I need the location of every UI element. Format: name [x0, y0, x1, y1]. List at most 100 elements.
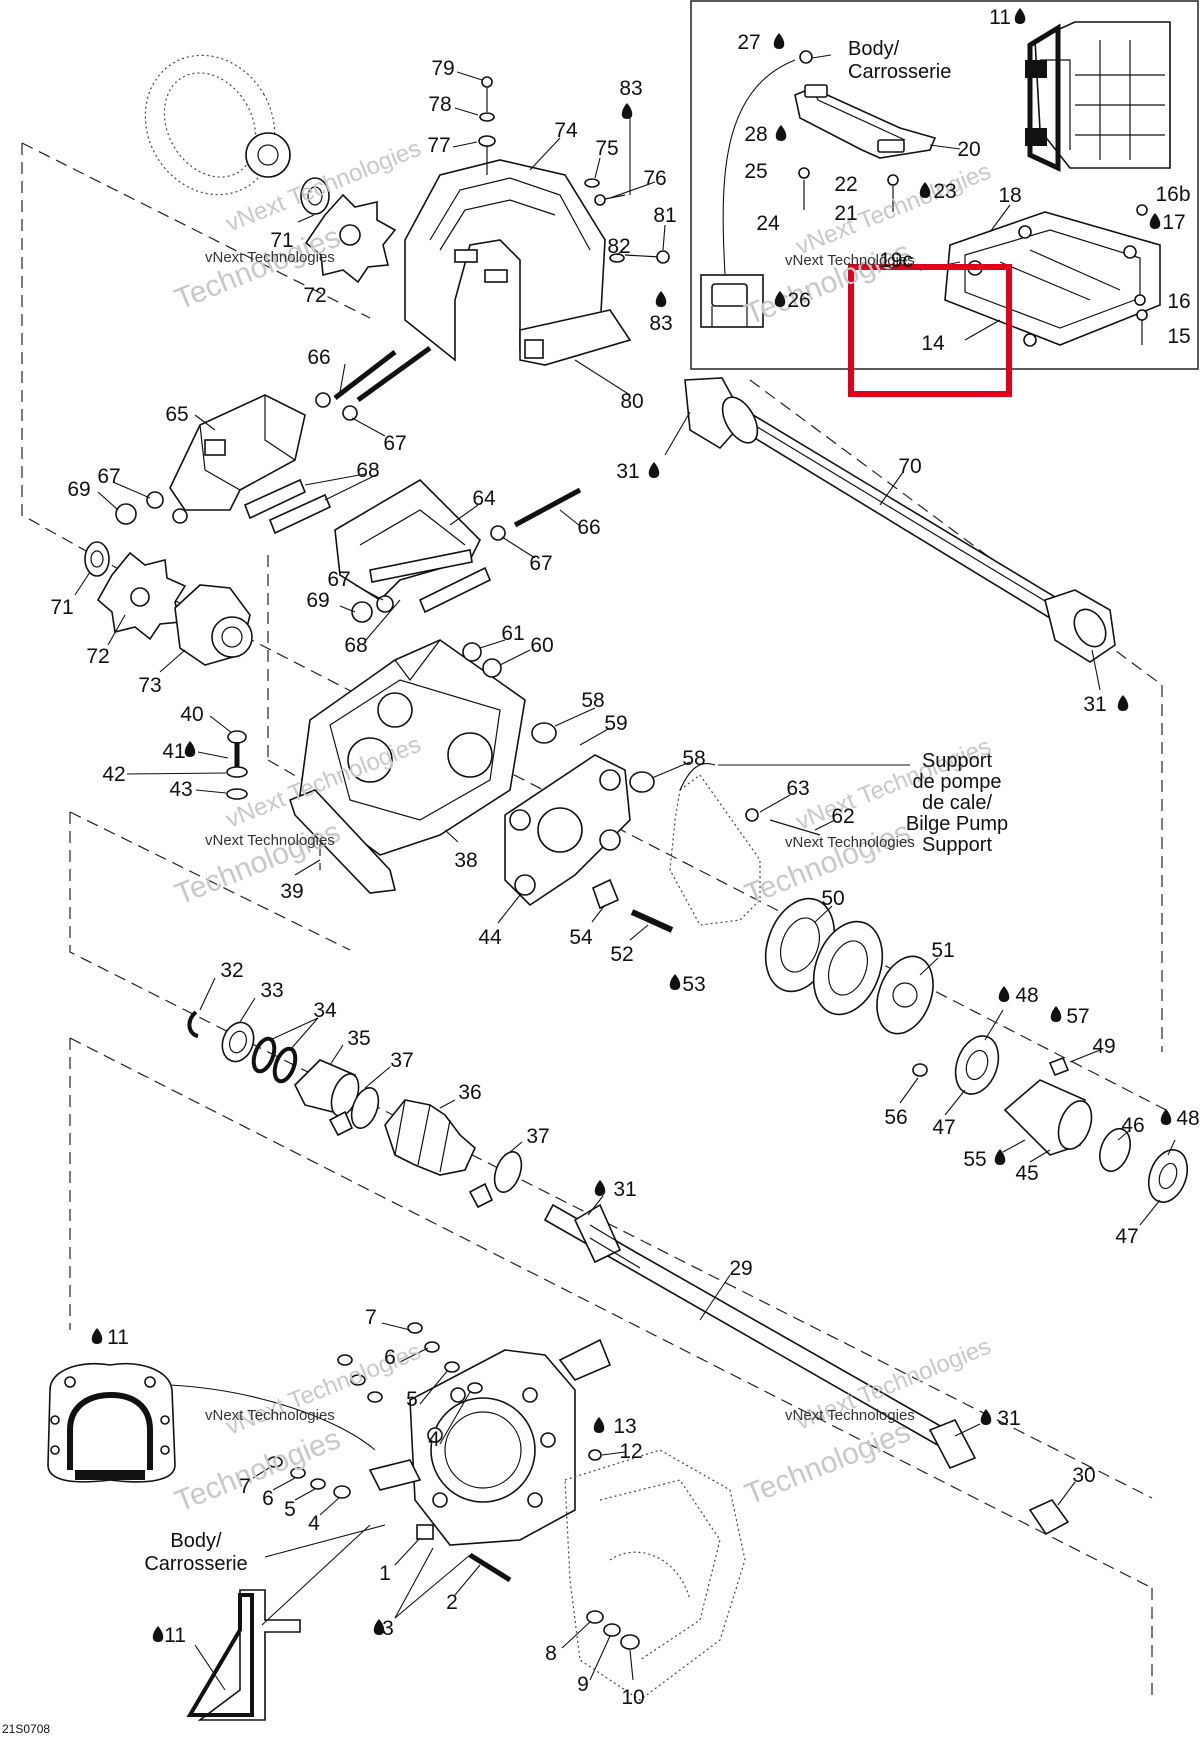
part-number-label: 19c: [879, 249, 913, 272]
part-number-label: 83: [649, 312, 672, 335]
part-number-label: 75: [595, 137, 618, 160]
highlight-box: [848, 264, 1012, 397]
part-number-label: 57: [1066, 1005, 1089, 1028]
part-number-label: 26: [787, 289, 810, 312]
oil-drop-icon: [648, 462, 660, 478]
part-number-label: 2: [446, 1591, 458, 1614]
watermark-text-small: vNext Technologies: [205, 1407, 335, 1424]
assembly-frames: [21, 142, 1171, 1700]
oil-drop-icon: [593, 1417, 605, 1433]
part-number-label: 68: [356, 459, 379, 482]
part-number-label: 43: [169, 778, 192, 801]
part-number-label: 73: [138, 674, 161, 697]
part-number-label: 81: [653, 204, 676, 227]
part-number-label: 34: [313, 999, 337, 1022]
oil-drop-icon: [775, 125, 787, 141]
part-number-label: 20: [957, 138, 980, 161]
part-number-label: 82: [607, 235, 630, 258]
part-number-label: 52: [610, 943, 633, 966]
watermark-text-small: vNext Technologies: [785, 1407, 915, 1424]
part-number-label: 48: [1176, 1107, 1199, 1130]
part-number-label: 69: [67, 478, 90, 501]
bilge-support-note: Bilge Pump: [906, 813, 1008, 835]
part-number-label: 80: [620, 390, 643, 413]
part-number-label: 5: [284, 1498, 296, 1521]
detail-11: [47, 1362, 176, 1483]
part-number-label: 74: [554, 119, 578, 142]
part-number-label: 66: [307, 346, 330, 369]
part-number-label: 76: [643, 167, 666, 190]
part-number-label: 37: [526, 1125, 549, 1148]
oil-drop-icon: [773, 33, 785, 49]
part-number-label: 17: [1162, 211, 1185, 234]
mount-parts: [97, 345, 582, 641]
part-number-label: 59: [604, 712, 627, 735]
watermark-text: Technologies: [170, 1422, 345, 1518]
part-number-label: 61: [501, 622, 524, 645]
body-label: Body/: [848, 38, 900, 60]
body-label: Carrosserie: [848, 61, 951, 83]
bilge-support-note: Support: [922, 834, 992, 856]
part-number-label: 79: [431, 57, 454, 80]
diagram-code: 21S0708: [2, 1722, 50, 1736]
oil-drop-icon: [1149, 213, 1161, 229]
part-number-label: 54: [569, 926, 593, 949]
part-number-label: 36: [458, 1081, 481, 1104]
bilge-support-note: de pompe: [913, 771, 1002, 793]
oil-drop-icon: [373, 1619, 385, 1635]
oil-drop-icon: [655, 291, 667, 307]
part-number-label: 7: [239, 1475, 251, 1498]
part-number-label: 46: [1121, 1114, 1144, 1137]
oil-drop-icon: [1117, 695, 1129, 711]
part-number-label: 4: [308, 1512, 320, 1535]
part-number-label: 60: [530, 634, 553, 657]
watermark-text: Technologies: [170, 815, 345, 911]
part-number-label: 38: [454, 849, 477, 872]
part-number-label: 8: [545, 1642, 557, 1665]
watermark-text: Technologies: [740, 1415, 915, 1511]
detail-11-bottom: [186, 1524, 371, 1721]
part-number-label: 37: [390, 1049, 413, 1072]
part-number-label: 58: [581, 689, 604, 712]
oil-drop-icon: [919, 182, 931, 198]
oil-drop-icon: [980, 1409, 992, 1425]
part-number-label: 22: [834, 173, 857, 196]
oil-drop-icon: [774, 291, 786, 307]
part-number-label: 77: [427, 134, 450, 157]
part-number-label: 66: [577, 516, 600, 539]
part-number-label: 67: [97, 465, 120, 488]
upper-parts: [144, 54, 670, 396]
part-number-label: 64: [472, 487, 496, 510]
part-number-label: 65: [165, 403, 188, 426]
oil-drop-icon: [621, 103, 633, 119]
part-number-label: 25: [744, 160, 767, 183]
part-number-label: 33: [260, 979, 283, 1002]
drive-shaft-upper: [664, 377, 1116, 691]
pump-support: [497, 707, 910, 941]
coupler-left: [74, 541, 253, 673]
part-number-label: 39: [280, 880, 303, 903]
part-number-label: 71: [50, 596, 73, 619]
notes: Body/ Carrosserie Support de pompe de ca…: [2, 38, 1008, 1736]
part-number-label: 28: [744, 123, 767, 146]
watermark-text-small: vNext Technologies: [205, 832, 335, 849]
part-number-label: 31: [613, 1178, 636, 1201]
part-number-label: 56: [884, 1106, 907, 1129]
oil-drop-icon: [152, 1626, 164, 1642]
part-number-label: 67: [529, 552, 552, 575]
part-number-label: 70: [898, 455, 921, 478]
oil-drop-icon: [998, 986, 1010, 1002]
part-number-label: 29: [729, 1257, 752, 1280]
part-number-label: 6: [384, 1346, 396, 1369]
part-number-label: 48: [1015, 984, 1038, 1007]
part-number-label: 35: [347, 1027, 370, 1050]
boot-assembly: [187, 977, 523, 1209]
part-number-label: 83: [619, 77, 642, 100]
part-number-label: 53: [682, 973, 705, 996]
watermark-text-small: vNext Technologies: [785, 834, 915, 851]
part-number-label: 3: [382, 1617, 394, 1640]
part-number-label: 62: [831, 805, 854, 828]
oil-drop-icon: [669, 974, 681, 990]
part-number-label: 51: [931, 939, 954, 962]
